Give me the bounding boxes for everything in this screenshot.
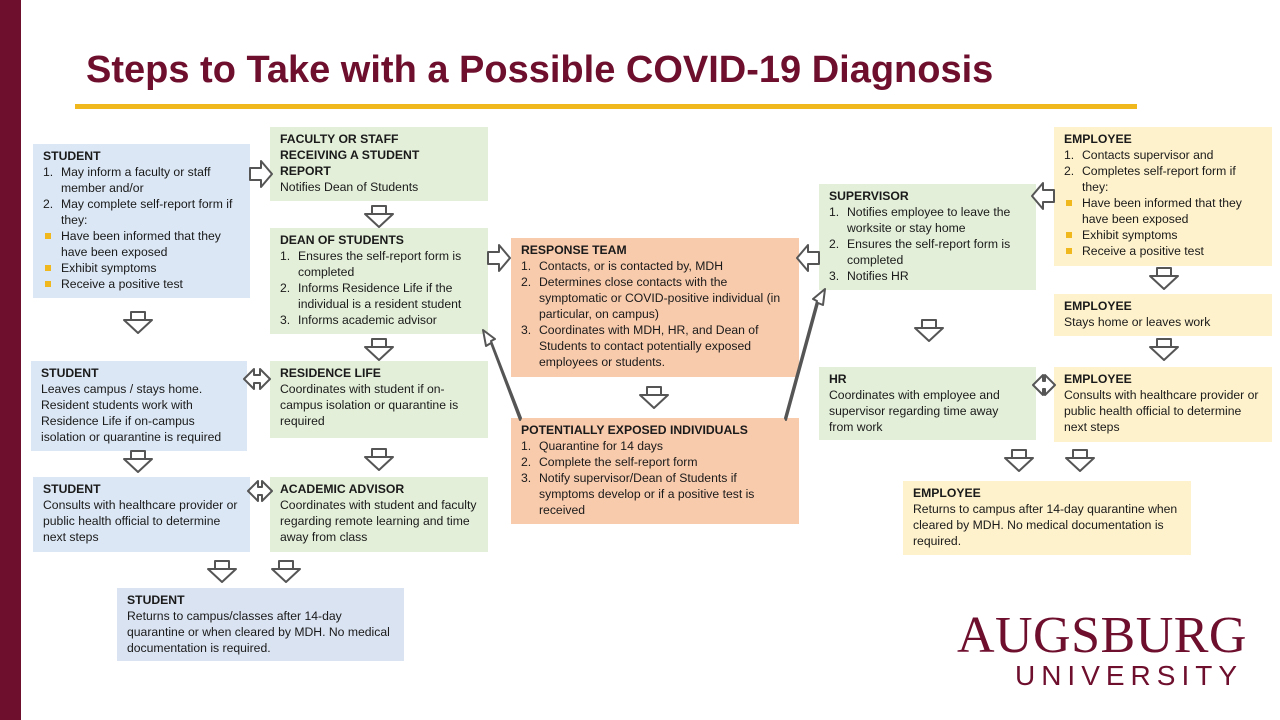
box-title: RESPONSE TEAM <box>521 243 627 257</box>
arrow-down-icon <box>1149 338 1179 361</box>
double-arrow-icon <box>243 368 271 390</box>
box-title: DEAN OF STUDENTS <box>280 233 404 247</box>
bullet-item: Receive a positive test <box>1064 243 1262 259</box>
box-text: Leaves campus / stays home. Resident stu… <box>41 382 222 444</box>
augsburg-logo: AUGSBURG UNIVERSITY <box>957 610 1265 700</box>
supervisor-box: SUPERVISOR 1.Notifies employee to leave … <box>819 184 1036 290</box>
box-title: STUDENT <box>43 149 101 163</box>
box-title: HR <box>829 372 847 386</box>
box-text: Consults with healthcare provider or pub… <box>43 498 238 544</box>
box-title: EMPLOYEE <box>1064 299 1132 313</box>
bullet-item: Have been informed that they have been e… <box>1064 195 1262 227</box>
box-title: SUPERVISOR <box>829 189 909 203</box>
bullet-item: Exhibit symptoms <box>1064 227 1262 243</box>
employee-stays-home-box: EMPLOYEE Stays home or leaves work <box>1054 294 1272 336</box>
list-item: 2.Ensures the self-report form is comple… <box>829 237 1011 267</box>
student-leaves-campus-box: STUDENT Leaves campus / stays home. Resi… <box>31 361 247 451</box>
residence-life-box: RESIDENCE LIFE Coordinates with student … <box>270 361 488 438</box>
arrow-left-icon <box>796 244 820 272</box>
box-text: Returns to campus after 14-day quarantin… <box>913 502 1178 548</box>
logo-subtitle: UNIVERSITY <box>1014 660 1243 691</box>
list-item: 3.Notifies HR <box>829 269 909 283</box>
list-item: 2.May complete self-report form if they: <box>43 197 233 227</box>
arrow-down-icon <box>914 319 944 342</box>
list-item: 2.Determines close contacts with the sym… <box>521 275 781 321</box>
bullet-item: Receive a positive test <box>43 276 240 292</box>
employee-returns-box: EMPLOYEE Returns to campus after 14-day … <box>903 481 1191 555</box>
list-item: 1.Contacts supervisor and <box>1064 148 1214 162</box>
employee-consults-box: EMPLOYEE Consults with healthcare provid… <box>1054 367 1272 442</box>
page-title: Steps to Take with a Possible COVID-19 D… <box>86 49 994 91</box>
box-title: POTENTIALLY EXPOSED INDIVIDUALS <box>521 423 748 437</box>
arrow-right-icon <box>249 160 273 188</box>
employee-report-box: EMPLOYEE 1.Contacts supervisor and 2.Com… <box>1054 127 1272 266</box>
box-title: ACADEMIC ADVISOR <box>280 482 405 496</box>
title-underline <box>75 104 1137 109</box>
arrow-down-icon <box>123 311 153 334</box>
double-arrow-icon <box>247 480 273 502</box>
arrow-down-icon <box>639 386 669 409</box>
box-text: Coordinates with student if on-campus is… <box>280 382 459 428</box>
box-title: EMPLOYEE <box>1064 372 1132 386</box>
arrow-left-icon <box>1031 182 1055 210</box>
bullet-item: Have been informed that they have been e… <box>43 228 240 260</box>
left-accent-bar <box>0 0 21 720</box>
dean-of-students-box: DEAN OF STUDENTS 1.Ensures the self-repo… <box>270 228 488 334</box>
box-text: Returns to campus/classes after 14-day q… <box>127 609 390 655</box>
list-item: 3.Notify supervisor/Dean of Students if … <box>521 471 755 517</box>
box-title: STUDENT <box>41 366 99 380</box>
box-title: STUDENT <box>127 593 185 607</box>
list-item: 1.May inform a faculty or staff member a… <box>43 165 211 195</box>
bullet-item: Exhibit symptoms <box>43 260 240 276</box>
hr-box: HR Coordinates with employee and supervi… <box>819 367 1036 440</box>
box-text: Stays home or leaves work <box>1064 315 1211 329</box>
arrow-down-icon <box>364 448 394 471</box>
double-arrow-icon <box>1032 374 1056 396</box>
student-returns-box: STUDENT Returns to campus/classes after … <box>117 588 404 661</box>
box-text: Coordinates with student and faculty reg… <box>280 498 477 544</box>
faculty-staff-box: FACULTY OR STAFF RECEIVING A STUDENT REP… <box>270 127 488 201</box>
list-item: 1.Notifies employee to leave the worksit… <box>829 205 1011 235</box>
arrow-down-icon <box>1065 449 1095 472</box>
box-title: REPORT <box>280 164 331 178</box>
logo-wordmark: AUGSBURG <box>956 607 1247 664</box>
box-text: Consults with healthcare provider or pub… <box>1064 388 1259 434</box>
box-title: RECEIVING A STUDENT <box>280 148 420 162</box>
arrow-down-icon <box>1004 449 1034 472</box>
list-item: 3.Coordinates with MDH, HR, and Dean of … <box>521 323 759 369</box>
box-title: FACULTY OR STAFF <box>280 132 399 146</box>
arrow-down-icon <box>207 560 237 583</box>
box-title: EMPLOYEE <box>1064 132 1132 146</box>
list-item: 3.Informs academic advisor <box>280 313 437 327</box>
arrow-right-icon <box>487 244 511 272</box>
box-title: EMPLOYEE <box>913 486 981 500</box>
arrow-down-icon <box>364 205 394 228</box>
student-consults-box: STUDENT Consults with healthcare provide… <box>33 477 250 552</box>
arrow-down-icon <box>364 338 394 361</box>
arrow-down-icon <box>123 450 153 473</box>
student-report-box: STUDENT 1.May inform a faculty or staff … <box>33 144 250 298</box>
diagonal-arrow-icon <box>482 329 522 421</box>
academic-advisor-box: ACADEMIC ADVISOR Coordinates with studen… <box>270 477 488 552</box>
list-item: 1.Quarantine for 14 days <box>521 439 663 453</box>
arrow-down-icon <box>1149 267 1179 290</box>
arrow-down-icon <box>271 560 301 583</box>
list-item: 1.Ensures the self-report form is comple… <box>280 249 462 279</box>
box-title: RESIDENCE LIFE <box>280 366 381 380</box>
list-item: 1.Contacts, or is contacted by, MDH <box>521 259 724 273</box>
list-item: 2.Informs Residence Life if the individu… <box>280 281 462 311</box>
diagonal-arrow-icon <box>784 288 826 421</box>
list-item: 2.Completes self-report form if they: <box>1064 164 1236 194</box>
potentially-exposed-box: POTENTIALLY EXPOSED INDIVIDUALS 1.Quaran… <box>511 418 799 524</box>
list-item: 2.Complete the self-report form <box>521 455 698 469</box>
box-text: Notifies Dean of Students <box>280 180 419 194</box>
box-title: STUDENT <box>43 482 101 496</box>
box-text: Coordinates with employee and supervisor… <box>829 388 1000 434</box>
response-team-box: RESPONSE TEAM 1.Contacts, or is contacte… <box>511 238 799 377</box>
